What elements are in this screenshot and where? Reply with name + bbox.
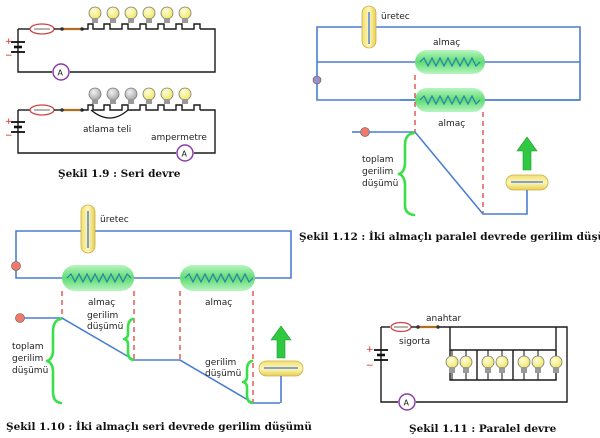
svg-text:A: A	[182, 150, 188, 159]
terminal-dot	[312, 75, 322, 85]
minus-sign: −	[5, 51, 13, 61]
total-label: toplam	[362, 155, 394, 165]
jumper-label: atlama teli	[83, 125, 131, 135]
total-label: gerilim	[12, 354, 43, 364]
generator-icon	[361, 5, 377, 49]
resistor-coil-icon	[180, 265, 255, 291]
resistor-coil-icon	[62, 265, 134, 291]
series-circuit-a: + − A	[5, 6, 216, 81]
lamp-icon	[481, 350, 495, 380]
battery-icon: + −	[5, 37, 25, 61]
lamp-icon	[549, 350, 563, 380]
generator-label: üretec	[100, 215, 129, 225]
generator-icon	[505, 174, 549, 191]
plus-sign: +	[5, 117, 13, 127]
generator-label: üretec	[381, 12, 410, 22]
battery-icon: + −	[5, 117, 25, 141]
terminal-dot	[15, 313, 25, 323]
lamp-icon	[142, 87, 156, 104]
resistor-coil-icon	[415, 88, 485, 112]
lamp-icon	[445, 350, 459, 380]
load-label: almaç	[88, 298, 115, 308]
svg-text:A: A	[58, 69, 64, 78]
figure-1-12: üretec almaç almaç toplam gerilim düşümü…	[299, 5, 600, 243]
caption-1-11: Şekil 1.11 : Paralel devre	[409, 423, 557, 435]
lamp-icon	[459, 350, 473, 380]
fuse-label: sigorta	[399, 337, 430, 347]
caption-1-10: Şekil 1.10 : İki almaçlı seri devrede ge…	[6, 419, 312, 433]
load-label: almaç	[433, 38, 460, 48]
caption-1-12: Şekil 1.12 : İki almaçlı paralel devrede…	[299, 229, 600, 243]
brace	[45, 317, 63, 405]
lamp-icon	[124, 87, 138, 104]
lamp-icon	[517, 350, 531, 380]
lamp-icon	[88, 6, 102, 23]
plus-sign: +	[5, 37, 13, 47]
minus-sign: −	[5, 131, 13, 141]
ammeter-icon: A	[176, 144, 194, 162]
switch-label: anahtar	[426, 314, 461, 324]
lamp-icon	[106, 6, 120, 23]
brace	[397, 131, 416, 217]
drop-label: gerilim	[205, 358, 236, 368]
switch-icon[interactable]	[416, 325, 440, 329]
lamp-icon	[160, 6, 174, 23]
terminal-dot	[11, 261, 21, 271]
jumper-wire	[90, 109, 129, 119]
lamp-icon	[124, 6, 138, 23]
drop-label: düşümü	[87, 322, 123, 332]
generator-icon	[80, 204, 96, 254]
lamp-icon	[106, 87, 120, 104]
parallel-lamp-bank	[445, 327, 563, 381]
lamp-icon	[495, 350, 509, 380]
generator-icon	[258, 360, 304, 377]
caption-1-9: Şekil 1.9 : Seri devre	[58, 168, 181, 180]
drop-label: gerilim	[87, 311, 118, 321]
lamp-icon	[160, 87, 174, 104]
total-label: düşümü	[362, 179, 398, 189]
plus-sign: +	[366, 345, 374, 355]
up-arrow-icon	[270, 325, 292, 359]
svg-text:A: A	[404, 399, 410, 408]
total-label: gerilim	[362, 167, 393, 177]
figure-1-10: üretec almaç almaç toplam gerilim düşümü…	[6, 204, 312, 433]
series-circuit-b: + − A atlama teli ampermetre	[5, 87, 216, 162]
lamp-icon	[178, 87, 192, 104]
terminal-dot	[360, 127, 370, 137]
ammeter-icon: A	[52, 63, 70, 81]
lamp-icon	[142, 6, 156, 23]
lamp-icon	[88, 87, 102, 104]
lamp-icon	[531, 350, 545, 380]
ammeter-icon: A	[398, 393, 416, 411]
ammeter-label: ampermetre	[151, 133, 207, 143]
lamp-icon	[178, 6, 192, 23]
switch-icon[interactable]	[60, 27, 84, 31]
drop-label: düşümü	[205, 369, 241, 379]
brace	[241, 359, 254, 405]
up-arrow-icon	[516, 136, 538, 171]
figure-1-9: + − A	[5, 6, 216, 180]
resistor-coil-icon	[415, 50, 485, 74]
load-label: almaç	[205, 298, 232, 308]
brace	[122, 317, 135, 362]
total-label: toplam	[12, 342, 44, 352]
switch-icon[interactable]	[60, 108, 84, 112]
minus-sign: −	[366, 361, 374, 371]
figure-1-11: anahtar sigorta + − A Şekil 1.11 : Para	[366, 314, 568, 435]
total-label: düşümü	[12, 366, 48, 376]
battery-icon: + −	[366, 345, 388, 371]
load-label: almaç	[438, 119, 465, 129]
